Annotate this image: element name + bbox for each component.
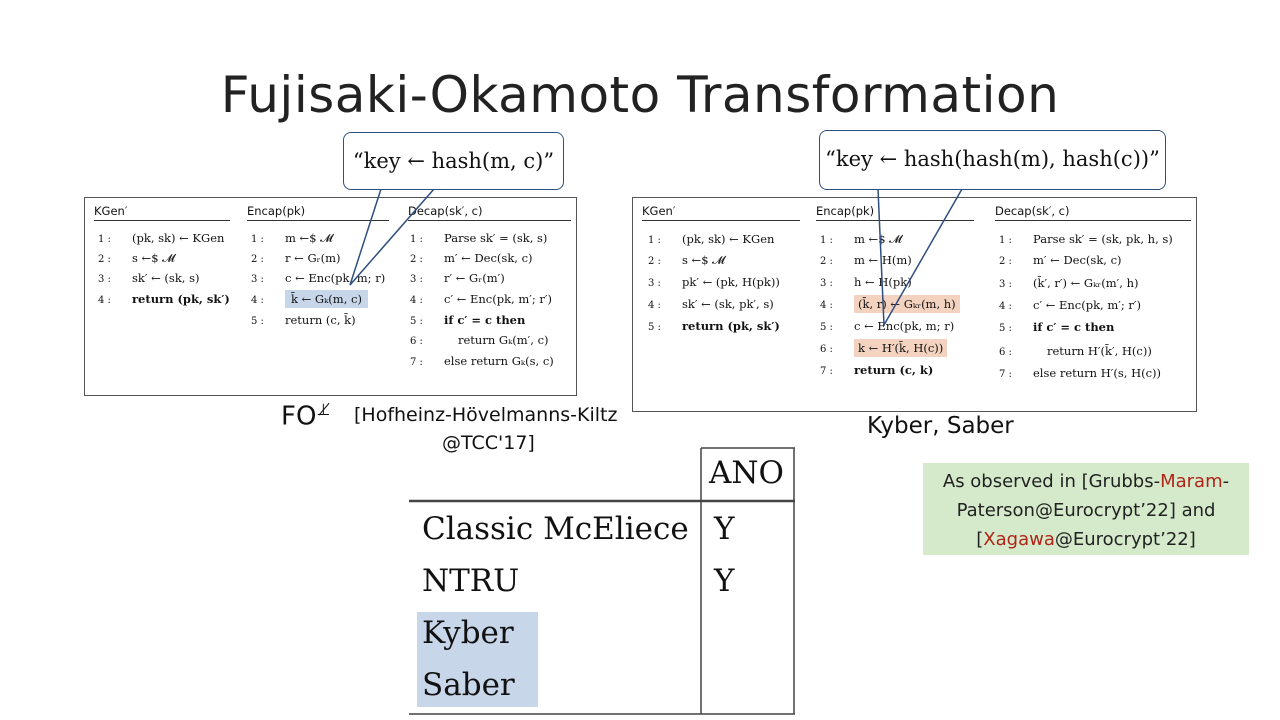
encap-line: 3 :c ← Enc(pk, m; r) [251, 271, 386, 285]
kyber-saber-label: Kyber, Saber [867, 413, 1014, 439]
decap-line: 7 :else return H′(s, H(c)) [999, 366, 1162, 380]
encap-line: 7 :return (c, k) [820, 363, 934, 377]
decap-line: 5 :if c′ = c then [410, 313, 526, 327]
encap-line-highlighted: 4 :(k̄, r) ← Gₖᵣ(m, h) [820, 295, 960, 313]
decap-header: Decap(sk′, c) [995, 204, 1191, 221]
decap-line: 3 :r′ ← Gᵣ(m′) [410, 271, 505, 285]
kgen-line: 1 :(pk, sk) ← KGen [648, 232, 775, 246]
encap-line-highlighted: 6 :k ← H′(k̄, H(c)) [820, 339, 948, 357]
fo-reference-line1: [Hofheinz-Hövelmanns-Kiltz [354, 404, 618, 426]
decap-header: Decap(sk′, c) [408, 204, 571, 221]
slide-title: Fujisaki-Okamoto Transformation [220, 66, 1060, 124]
fo-reference-line2: @TCC'17] [442, 432, 535, 454]
decap-line: 3 :(k̄′, r′) ← Gₖᵣ(m′, h) [999, 276, 1139, 290]
fo-label: FO⊥̸ [281, 400, 330, 432]
kgen-header: KGen′ [94, 204, 230, 221]
decap-line: 4 :c′ ← Enc(pk, m′; r′) [999, 298, 1142, 312]
kgen-line: 3 :pk′ ← (pk, H(pk)) [648, 275, 780, 289]
table-row-ano: Y [714, 511, 735, 547]
decap-line: 2 :m′ ← Dec(sk, c) [999, 253, 1122, 267]
decap-line: 6 :return Gₖ(m′, c) [410, 333, 549, 347]
table-row-ano: Y [714, 563, 735, 599]
table-row-scheme: Kyber [422, 615, 514, 651]
encap-header: Encap(pk) [247, 204, 389, 221]
kyber-saber-algorithm-box: KGen′ 1 :(pk, sk) ← KGen 2 :s ←$ 𝓜 3 :pk… [632, 197, 1197, 412]
kgen-line: 5 :return (pk, sk′) [648, 319, 780, 333]
encap-line: 1 :m ←$ 𝓜 [820, 232, 903, 246]
decap-line: 2 :m′ ← Dec(sk, c) [410, 251, 533, 265]
encap-line: 3 :h ← H(pk) [820, 275, 912, 289]
kgen-line: 2 :s ←$ 𝓜 [98, 251, 176, 265]
kgen-line: 4 :sk′ ← (sk, pk′, s) [648, 297, 774, 311]
decap-line: 1 :Parse sk′ = (sk, s) [410, 231, 548, 245]
fo-main: FO [281, 401, 317, 432]
kgen-header: KGen′ [642, 204, 800, 221]
right-callout: “key ← hash(hash(m), hash(c))” [819, 130, 1166, 190]
encap-line: 5 :return (c, k̄) [251, 313, 356, 327]
encap-header: Encap(pk) [816, 204, 974, 221]
kgen-line: 1 :(pk, sk) ← KGen [98, 231, 225, 245]
table-row-scheme: Saber [422, 667, 515, 703]
kgen-line: 3 :sk′ ← (sk, s) [98, 271, 200, 285]
encap-line-highlighted: 4 :k̄ ← Gₖ(m, c) [251, 290, 368, 308]
fo-superscript: ⊥̸ [316, 400, 331, 419]
decap-line: 5 :if c′ = c then [999, 320, 1115, 334]
decap-line: 4 :c′ ← Enc(pk, m′; r′) [410, 292, 553, 306]
encap-line: 1 :m ←$ 𝓜 [251, 231, 334, 245]
encap-line: 2 :r ← Gᵣ(m) [251, 251, 341, 265]
left-callout: “key ← hash(m, c)” [343, 132, 564, 190]
xagawa-name: Xagawa [983, 529, 1055, 550]
kgen-line: 4 :return (pk, sk′) [98, 292, 230, 306]
decap-line: 7 :else return Gₖ(s, c) [410, 354, 554, 368]
table-header-ano: ANO [709, 455, 784, 491]
kyber-saber-highlight [417, 612, 538, 707]
kgen-line: 2 :s ←$ 𝓜 [648, 253, 726, 267]
table-row-scheme: NTRU [422, 563, 520, 599]
decap-line: 1 :Parse sk′ = (sk, pk, h, s) [999, 232, 1173, 246]
table-row-scheme: Classic McEliece [422, 511, 689, 547]
fo-algorithm-box: KGen′ 1 :(pk, sk) ← KGen 2 :s ←$ 𝓜 3 :sk… [84, 197, 577, 396]
observation-note: As observed in [Grubbs-Maram- Paterson@E… [923, 463, 1249, 555]
maram-name: Maram [1160, 471, 1223, 492]
decap-line: 6 :return H′(k̄′, H(c)) [999, 344, 1152, 358]
encap-line: 2 :m ← H(m) [820, 253, 912, 267]
encap-line: 5 :c ← Enc(pk, m; r) [820, 319, 955, 333]
